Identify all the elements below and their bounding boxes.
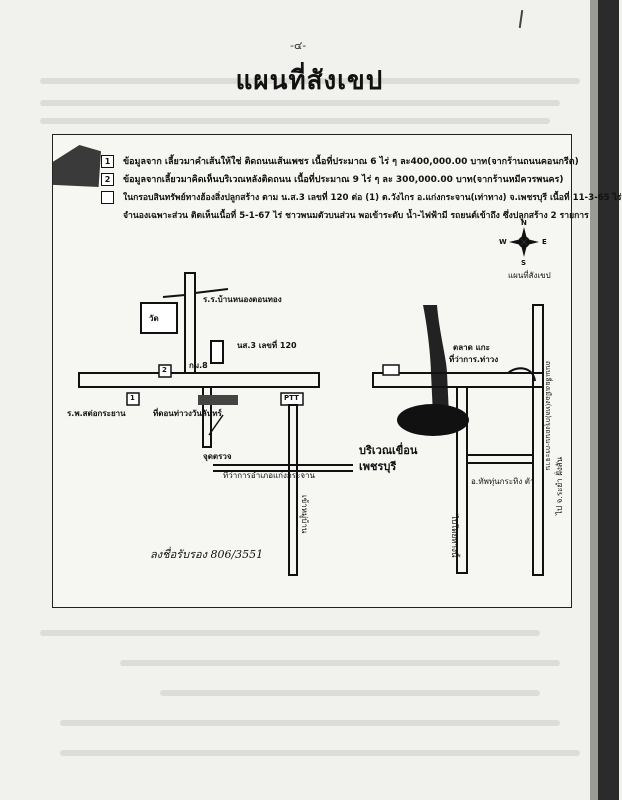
label-amphoe: ที่ว่าการ.ท่าวง [449,355,499,364]
bleed-through [60,750,580,756]
label-box1: 1 [130,394,135,402]
label-school: ร.ร.บ้านหนองดอนทอง [203,295,282,304]
label-vertical-road-1: เข้าหมู่บ้าน [300,495,309,534]
label-plot: นส.3 เลขที่ 120 [237,341,297,350]
page-title: แผนที่สังเขป [235,66,384,96]
map-frame: 1 ข้อมูลจาก เลี้ยวมาคำเส้นให้ใช่ ติดถนนเ… [52,134,622,608]
legend-item-4: จำนองเฉพาะส่วน ติดเห็นเนื้อที่ 5-1-67 ไร… [123,211,589,221]
legend-item-3: ในกรอบสินทรัพย์ทางฮ้องสิ่งปลูกสร้าง ตาม … [123,193,622,203]
label-dam: บริเวณเขื่อน [359,444,418,457]
legend-item-2: ข้อมูลจากเลี้ยวมาคิดเห็นบริเวณหลังติดถนน… [123,175,564,185]
scan-border [590,0,598,800]
bleed-through [40,118,550,124]
label-clinic: ที่ดอนท่าวงวันลันทร์ [153,409,222,418]
bleed-through [40,100,560,106]
bleed-through [160,690,540,696]
legend-box-1: 1 [101,155,114,168]
label-right-road: ถนนเลี่ยงเมือง(ทล)กรุงถนน-กระจาน [544,361,552,471]
pencil-mark [518,9,524,29]
scan-shadow [598,0,619,800]
label-km: กม.8 [189,361,208,370]
label-bottom-road: อ.ทัพทุ่นกระทิง ตัว [471,477,535,486]
label-market: ตลาด แกะ [453,343,490,352]
label-temple: วัด [149,314,159,323]
map-drawing [78,272,544,576]
page-number: -๔- [290,39,307,52]
compass-n: N [521,219,527,227]
compass-w: W [499,238,507,246]
label-district-office: ที่ว่าการอำเภอแก่งกระจาน [223,471,315,480]
label-guard-post: จุดตรวจ [203,452,232,461]
legend-item-1: ข้อมูลจาก เลี้ยวมาคำเส้นให้ใช่ ติดถนนเส้… [123,157,579,167]
legend-box-2: 2 [101,173,114,186]
handwritten-note: ลงชื่อรับรอง 806/3551 [150,548,264,561]
label-to-road: ไป จ.ระยำ ฝั่งสัน [555,456,564,515]
compass-e: E [542,238,547,246]
label-dam-2: เพชรบุรี [359,460,397,473]
bleed-through [40,630,540,636]
label-left-village: ร.พ.สต่อกระยาน [67,409,126,418]
legend-box-3 [101,191,114,204]
bleed-through [120,660,560,666]
label-ptt: PTT [284,394,299,402]
compass-caption: แผนที่สังเขป [508,271,551,280]
label-box2: 2 [162,366,167,374]
compass-icon [509,227,539,257]
bleed-through [60,720,560,726]
label-vertical-road-2: ไปโดยทางนี้ [450,515,459,558]
bleed-through [40,78,580,84]
compass-s: S [521,259,527,267]
